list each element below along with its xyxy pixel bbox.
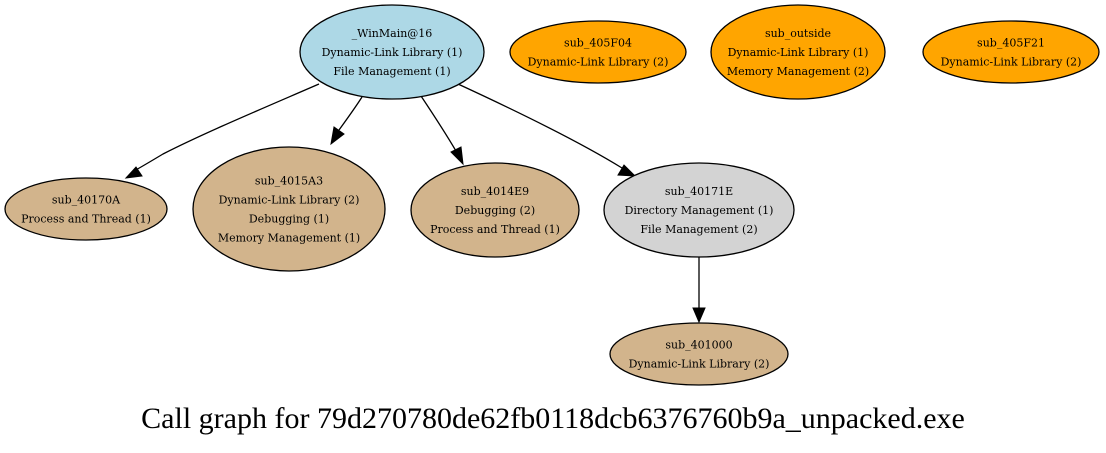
node-name: sub_40171E [665,185,733,198]
node-name: sub_405F04 [564,37,632,50]
node-name: sub_4015A3 [255,175,323,188]
arrowhead-icon [124,166,143,179]
edge-line [420,95,457,152]
edge-sub_40171E-to-sub_401000 [692,257,706,324]
node-capability: Memory Management (1) [218,232,360,245]
node-ellipse [4,177,168,241]
node-ellipse [509,20,687,84]
edges-layer [124,83,706,324]
node-sub_40170A[interactable]: sub_40170A Process and Thread (1) [4,177,168,241]
node-sub_40171E[interactable]: sub_40171E Directory Management (1) File M… [603,162,795,258]
node-capability: Process and Thread (1) [430,223,560,236]
node-name: sub_401000 [665,339,732,352]
node-capability: Memory Management (2) [727,65,869,78]
node-capability: Debugging (1) [249,213,329,226]
node-ellipse [192,146,386,272]
node-capability: File Management (2) [640,223,757,236]
node-name: sub_405F21 [977,37,1045,50]
node-ellipse [603,162,795,258]
node-capability: Dynamic-Link Library (1) [322,46,463,59]
edge-winmain-to-sub_4015A3 [330,96,363,146]
node-capability: Dynamic-Link Library (2) [941,56,1082,69]
node-ellipse [710,4,886,100]
node-name: _WinMain@16 [352,27,433,40]
edge-line [338,96,363,131]
edge-winmain-to-sub_40171E [457,83,637,177]
node-ellipse [609,322,789,386]
node-ellipse [410,162,580,258]
arrowhead-icon [692,307,706,324]
node-capability: Dynamic-Link Library (2) [629,358,770,371]
arrowhead-icon [450,146,464,166]
node-name: sub_outside [765,27,831,40]
node-capability: Dynamic-Link Library (2) [528,56,669,69]
edge-line [133,83,320,172]
node-capability: Dynamic-Link Library (2) [219,194,360,207]
edge-winmain-to-sub_40170A [124,83,320,179]
node-capability: Directory Management (1) [625,204,774,217]
arrowhead-icon [617,164,637,177]
edge-winmain-to-sub_4014E9 [420,95,464,166]
graph-title: Call graph for 79d270780de62fb0118dcb637… [141,402,965,435]
arrowhead-icon [330,126,345,146]
node-name: sub_4014E9 [461,185,529,198]
node-capability: Dynamic-Link Library (1) [728,46,869,59]
node-capability: Debugging (2) [455,204,535,217]
edge-line [457,83,623,169]
node-capability: Process and Thread (1) [21,213,151,226]
node-capability: File Management (1) [333,65,450,78]
node-name: sub_40170A [52,194,121,207]
node-ellipse [922,20,1100,84]
node-ellipse [299,4,485,100]
